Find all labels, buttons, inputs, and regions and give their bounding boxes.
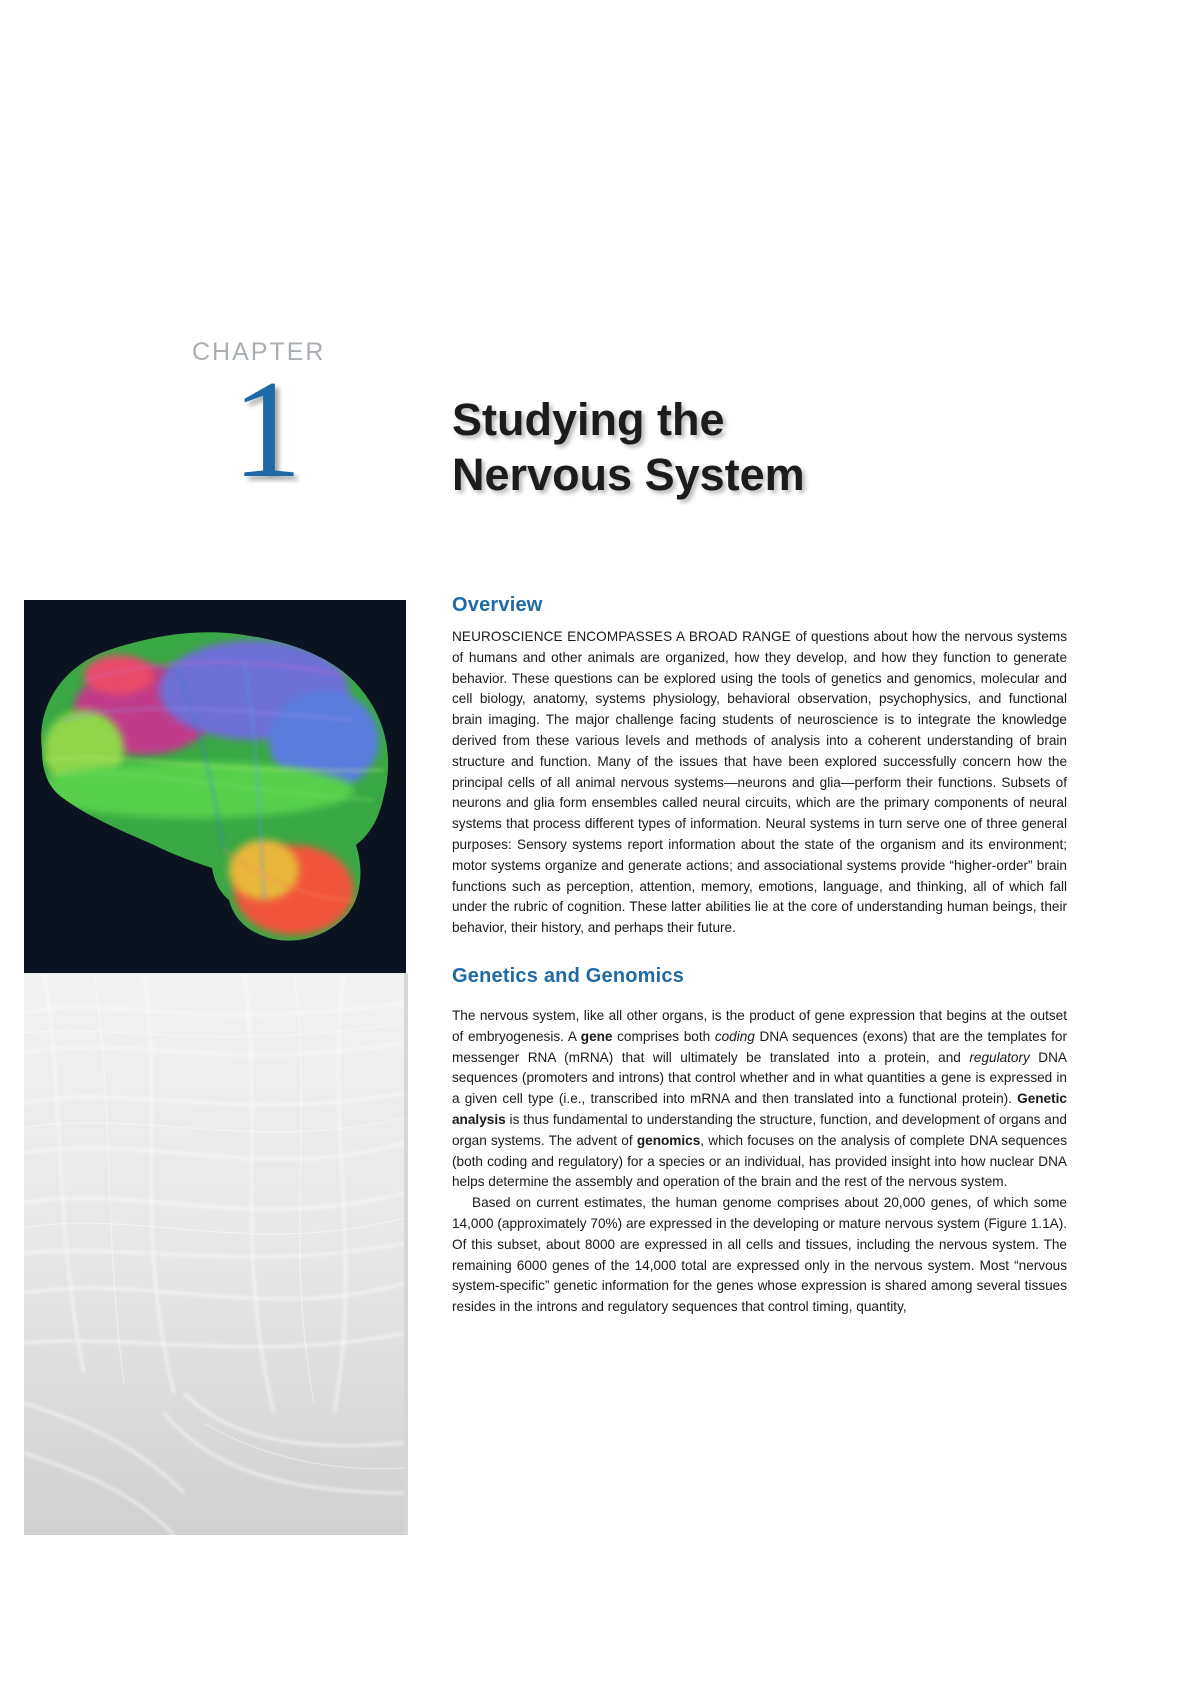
genetics-p1-s2: comprises both — [612, 1028, 715, 1044]
term-genetic-analysis: Genetic analysis — [452, 1091, 1067, 1127]
chapter-label: CHAPTER — [192, 338, 326, 366]
genetics-heading: Genetics and Genomics — [452, 964, 685, 987]
genetics-p1-s5: is thus fundamental to understanding the… — [452, 1111, 1067, 1148]
image-edge-shadow — [404, 973, 408, 1535]
overview-lead-caps: NEUROSCIENCE ENCOMPASSES A BROAD RANGE — [452, 629, 791, 644]
term-genomics: genomics — [636, 1132, 701, 1148]
main-content: Overview NEUROSCIENCE ENCOMPASSES A BROA… — [452, 594, 1067, 1318]
genetics-paragraph-2: Based on current estimates, the human ge… — [452, 1195, 1067, 1315]
brain-tractography-image — [24, 600, 406, 973]
chapter-title-line1: Studying the — [452, 394, 725, 445]
genetics-p1-s6: , which focuses on the analysis of compl… — [452, 1132, 1067, 1190]
chapter-title-line2: Nervous System — [452, 449, 805, 500]
term-regulatory: regulatory — [969, 1049, 1030, 1065]
genetics-section: Genetics and Genomics The nervous system… — [452, 965, 1067, 1318]
genetics-p1-s1: The nervous system, like all other organ… — [452, 1007, 1067, 1044]
overview-section: Overview NEUROSCIENCE ENCOMPASSES A BROA… — [452, 594, 1067, 939]
chapter-number: 1 — [232, 352, 302, 507]
genetics-p1-s4: DNA sequences (promoters and introns) th… — [452, 1049, 1067, 1107]
overview-text: of questions about how the nervous syste… — [452, 629, 1068, 936]
genetics-p1-s3: DNA sequences (exons) that are the templ… — [452, 1028, 1067, 1065]
chapter-title: Studying the Nervous System — [452, 392, 805, 502]
overview-paragraph: NEUROSCIENCE ENCOMPASSES A BROAD RANGE o… — [452, 627, 1067, 939]
term-coding: coding — [714, 1028, 755, 1044]
genetics-paragraph-1: The nervous system, like all other organ… — [452, 1006, 1067, 1193]
overview-heading: Overview — [452, 594, 543, 616]
term-gene: gene — [580, 1028, 613, 1044]
faded-fiber-image — [24, 973, 404, 1535]
